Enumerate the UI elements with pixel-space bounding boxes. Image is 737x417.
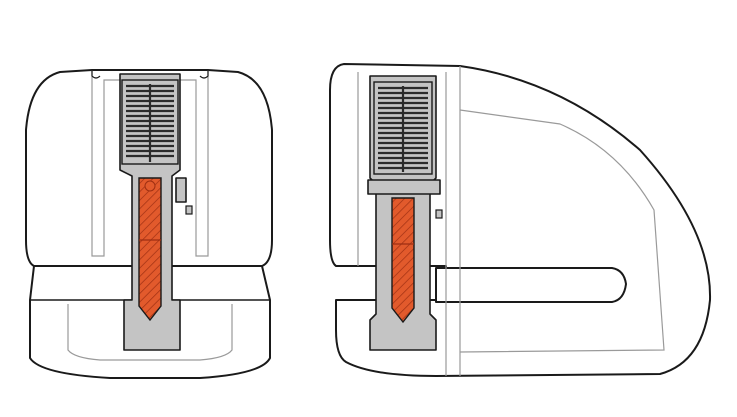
front-detent	[175, 177, 187, 203]
front-detent-tab	[185, 205, 193, 215]
front-locking-pin	[138, 177, 162, 322]
side-jaw-slot	[435, 267, 627, 303]
front-pin-head	[144, 180, 156, 192]
front-spring-coils	[126, 84, 174, 162]
side-locking-pin	[391, 197, 415, 324]
side-housing-frame	[357, 66, 461, 376]
side-section-view	[329, 63, 712, 377]
front-top-notch-left	[91, 70, 101, 79]
front-top-notch-right	[199, 70, 209, 79]
side-spring-coils	[378, 86, 428, 172]
side-cylinder-collar	[367, 179, 441, 195]
side-body-inner-contour	[459, 109, 665, 353]
side-detent-tab	[435, 209, 443, 219]
front-section-view	[25, 69, 273, 379]
front-lower-inner-line	[67, 304, 233, 361]
